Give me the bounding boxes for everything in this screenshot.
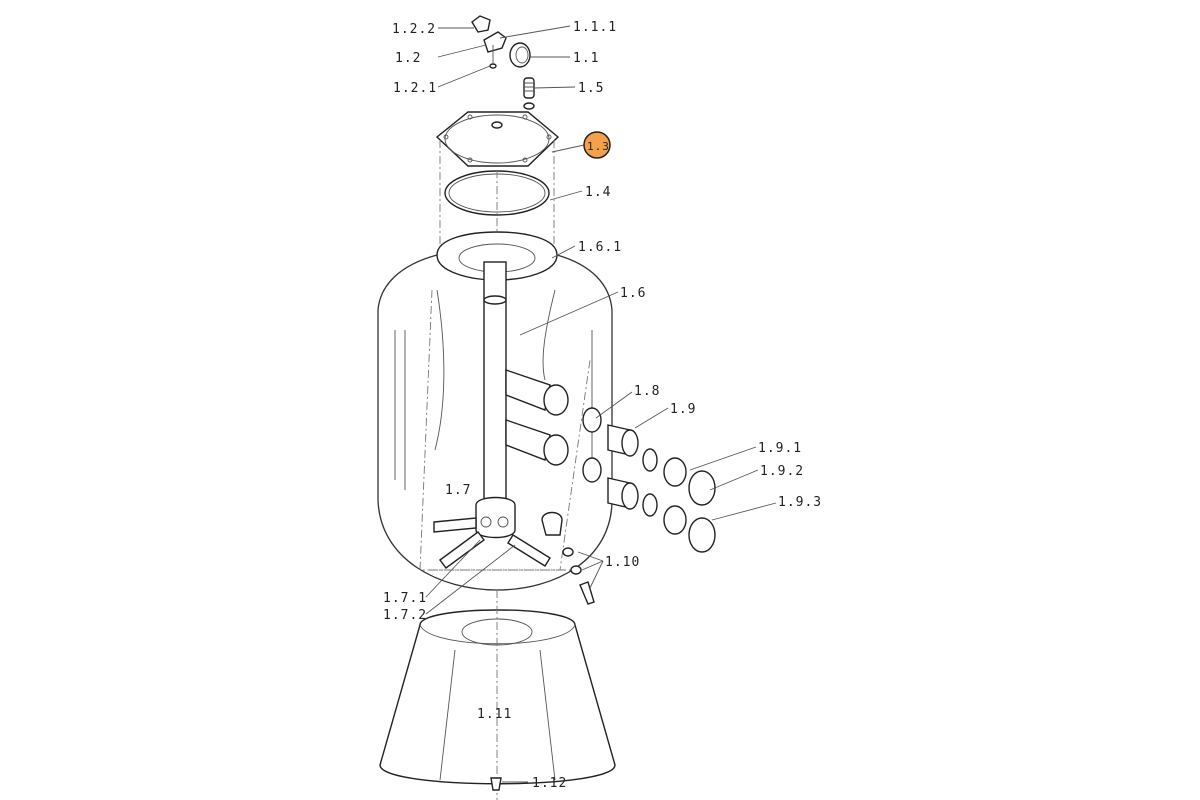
label-1-9-2: 1.9.2 [760,464,804,479]
highlight-marker[interactable] [583,131,611,159]
label-1-2-1: 1.2.1 [393,81,437,96]
label-1-10: 1.10 [605,555,640,570]
label-1-7-2: 1.7.2 [383,608,427,623]
label-1-6: 1.6 [620,286,646,301]
filter-lid [435,111,560,167]
label-1-5: 1.5 [578,81,604,96]
air-release-valve [523,77,535,110]
label-1-1: 1.1 [573,51,599,66]
label-1-6-1: 1.6.1 [578,240,622,255]
label-1-2-2: 1.2.2 [392,22,436,37]
filter-tank [377,231,613,605]
label-1-9-1: 1.9.1 [758,441,802,456]
label-1-1-1: 1.1.1 [573,20,617,35]
label-1-8: 1.8 [634,384,660,399]
pipe-unions [582,407,716,553]
pressure-gauge-assembly [471,15,531,69]
label-1-11: 1.11 [477,707,512,722]
label-1-9: 1.9 [670,402,696,417]
label-1-4: 1.4 [585,185,611,200]
leader-lines [425,25,777,783]
filter-base [379,590,616,800]
label-1-12: 1.12 [532,776,567,791]
label-1-7: 1.7 [445,483,471,498]
label-1-7-1: 1.7.1 [383,591,427,606]
label-1-9-3: 1.9.3 [778,495,822,510]
label-1-3[interactable]: 1.3 [587,140,610,153]
label-1-2: 1.2 [395,51,421,66]
